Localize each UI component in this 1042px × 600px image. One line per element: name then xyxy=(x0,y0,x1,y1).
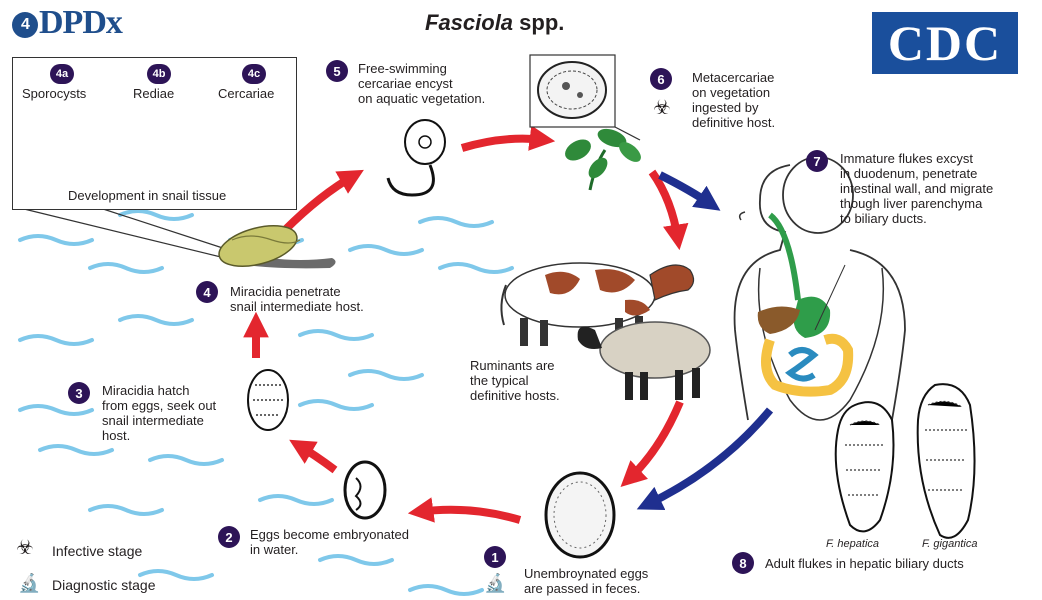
step-4-text: Miracidia penetrate snail intermediate h… xyxy=(230,284,364,314)
stage-4a-badge: 4a xyxy=(50,64,74,84)
step-2-text: Eggs become embryonated in water. xyxy=(250,527,409,557)
snail-callout-lines xyxy=(20,208,235,258)
step-8-badge: 8 xyxy=(732,552,754,574)
step-5-text: Free-swimming cercariae encyst on aquati… xyxy=(358,61,485,106)
step-4-badge: 4 xyxy=(196,281,218,303)
free-cercaria-illustration xyxy=(388,120,445,195)
sheep-illustration xyxy=(578,322,710,400)
cercariae-label: Cercariae xyxy=(218,86,274,101)
miracidium-illustration xyxy=(248,370,288,430)
step-6-text: Metacercariae on vegetation ingested by … xyxy=(692,70,775,130)
snail-illustration xyxy=(215,218,336,273)
snail-box-caption: Development in snail tissue xyxy=(68,188,226,203)
sporocysts-label: Sporocysts xyxy=(22,86,86,101)
step-3-text: Miracidia hatch from eggs, seek out snai… xyxy=(102,383,216,443)
legend-diagnostic-label: Diagnostic stage xyxy=(52,578,156,593)
step-1-microscope-icon: 🔬 xyxy=(484,574,506,592)
fasciola-gigantica-illustration xyxy=(918,384,975,538)
embryonated-egg-illustration xyxy=(345,462,385,518)
microscope-icon: 🔬 xyxy=(18,574,40,592)
rediae-label: Rediae xyxy=(133,86,174,101)
step-6-biohazard-icon: ☣ xyxy=(653,98,671,118)
step-7-badge: 7 xyxy=(806,150,828,172)
legend-infective-label: Infective stage xyxy=(52,544,142,559)
step-2-badge: 2 xyxy=(218,526,240,548)
unembryonated-egg-illustration xyxy=(546,473,614,557)
metacercariae-callout xyxy=(530,55,640,140)
step-7-text: Immature flukes excyst in duodenum, pene… xyxy=(840,151,993,226)
biohazard-icon: ☣ xyxy=(16,538,34,558)
stage-4b-badge: 4b xyxy=(147,64,171,84)
step-1-badge: 1 xyxy=(484,546,506,568)
step-5-badge: 5 xyxy=(326,60,348,82)
step-6-badge: 6 xyxy=(650,68,672,90)
vegetation-illustration xyxy=(561,125,644,190)
fasciola-hepatica-illustration xyxy=(836,402,894,531)
step-1-text: Unembroynated eggs are passed in feces. xyxy=(524,566,648,596)
species-gigantica-label: F. gigantica xyxy=(922,538,977,550)
stage-4c-badge: 4c xyxy=(242,64,266,84)
ruminants-note: Ruminants are the typical definitive hos… xyxy=(470,358,560,403)
step-3-badge: 3 xyxy=(68,382,90,404)
species-hepatica-label: F. hepatica xyxy=(826,538,879,550)
step-8-text: Adult flukes in hepatic biliary ducts xyxy=(765,556,964,571)
